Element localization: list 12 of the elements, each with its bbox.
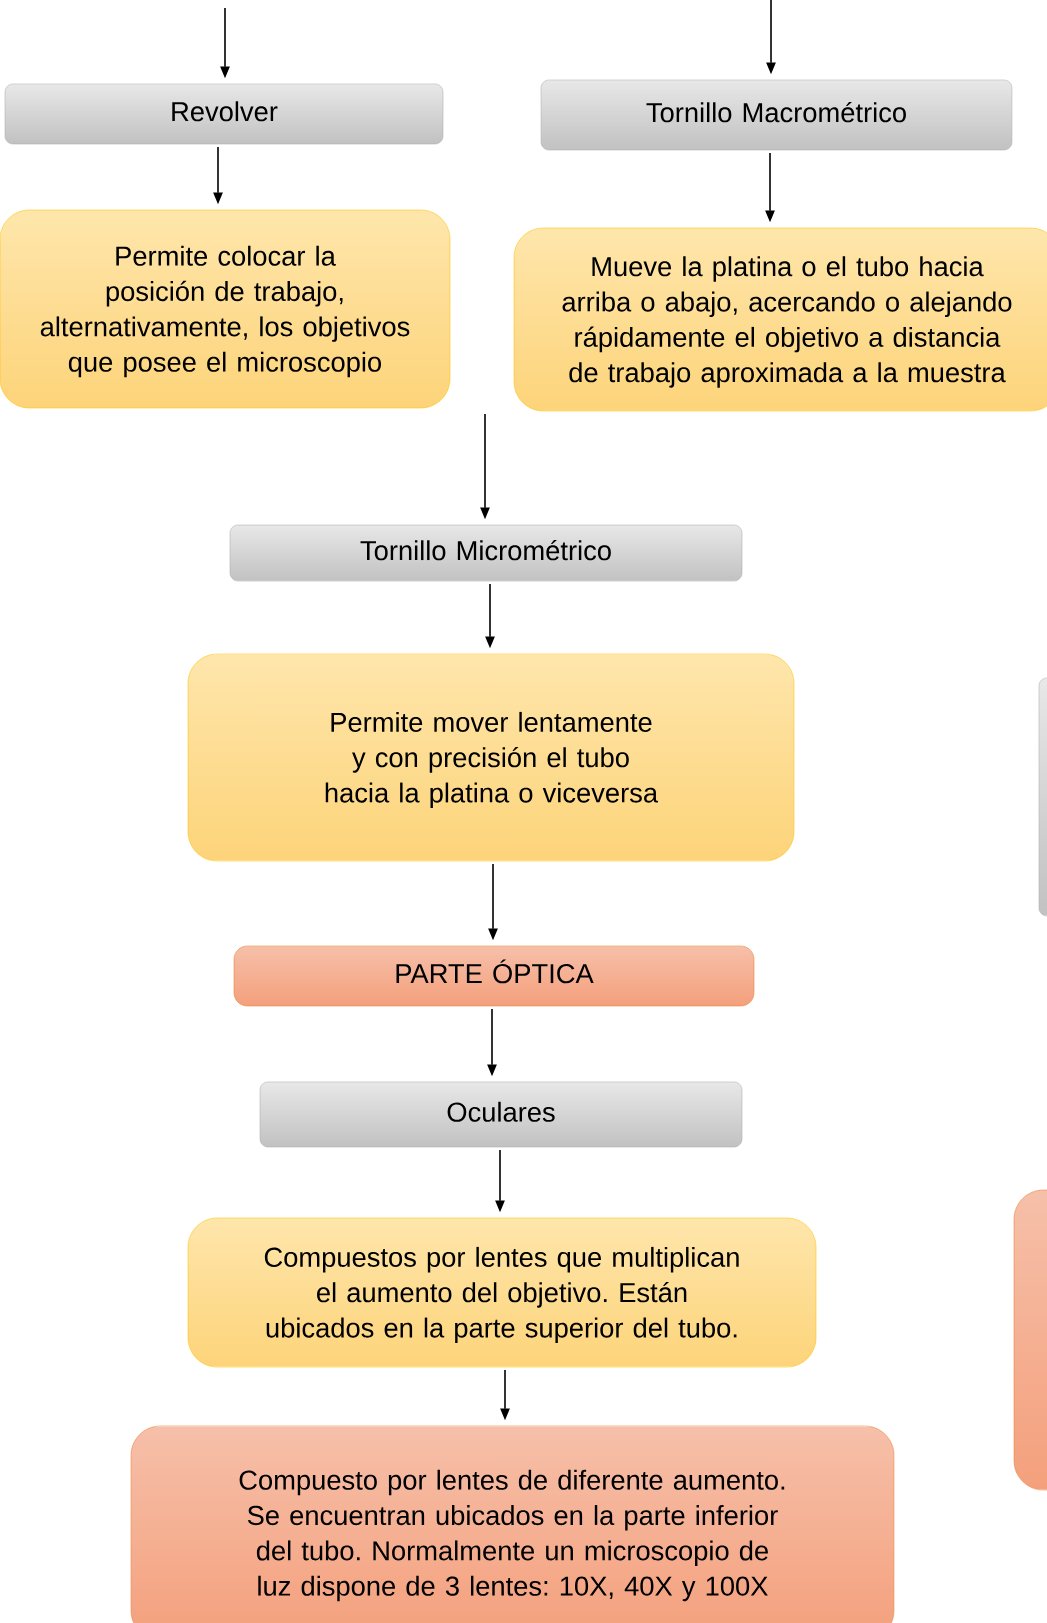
description-box: Mueve la platina o el tubo hacia arriba o abajo, acercando o alejando rápidamente el objetivo a distancia de trabajo aproximada a la muestra (513, 227, 1047, 412)
description-box: Permite colocar la posición de trabajo, alternativamente, los objetivos que posee el microscopio (0, 209, 451, 409)
description-box: Compuestos por lentes que multiplican el aumento del objetivo. Están ubicados en la parte superior del tubo. (187, 1217, 817, 1368)
description-box: Permite mover lentamente y con precisión el tubo hacia la platina o viceversa (187, 653, 795, 862)
description-box: Compuesto por lentes de diferente aumento. Se encuentran ubicados en la parte inferior del tubo. Normalmente un microscopio de luz dispone de 3 lentes: 10X, 40X y 100X (130, 1425, 895, 1623)
title-box: Oculares (259, 1081, 743, 1148)
partial-box (1038, 677, 1047, 917)
partial-box (1013, 1189, 1047, 1491)
title-box: Tornillo Macrométrico (540, 79, 1013, 151)
title-box: Revolver (4, 83, 444, 145)
section-box: PARTE ÓPTICA (233, 945, 755, 1007)
title-box: Tornillo Micrométrico (229, 524, 743, 582)
